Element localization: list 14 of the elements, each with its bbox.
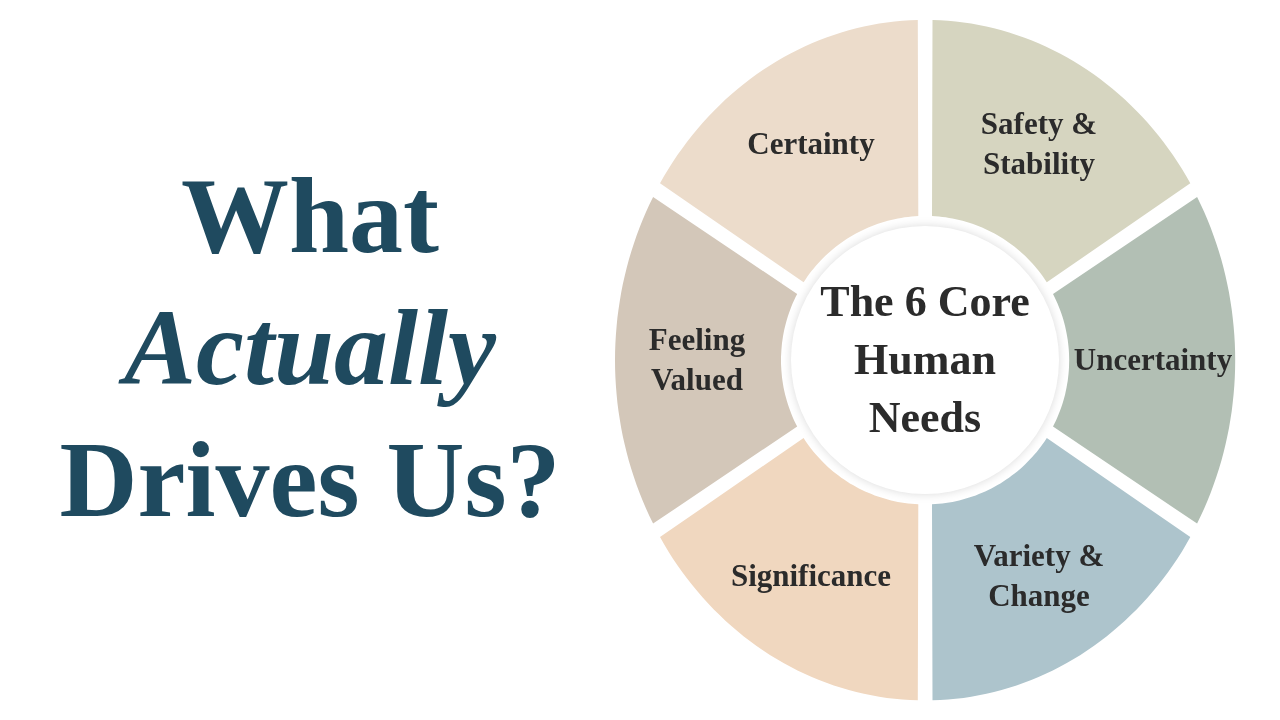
wheel-segment	[660, 20, 919, 283]
wheel-segment	[931, 437, 1190, 700]
title-heading: What Actually Drives Us?	[58, 155, 562, 541]
segment-label: Variety & Change	[972, 536, 1106, 615]
segment-label: Significance	[729, 556, 893, 595]
segment-label: Uncertainty	[1072, 341, 1234, 379]
segment-label: Safety & Stability	[979, 105, 1099, 184]
wheel-segment	[615, 196, 798, 524]
wheel-segment	[931, 20, 1190, 283]
wheel-segment	[660, 437, 919, 700]
wheel-segment	[1052, 196, 1235, 524]
center-label: The 6 Core Human Needs	[819, 276, 1031, 444]
segment-label: Certainty	[746, 125, 876, 164]
segment-label: Feeling Valued	[647, 321, 747, 399]
